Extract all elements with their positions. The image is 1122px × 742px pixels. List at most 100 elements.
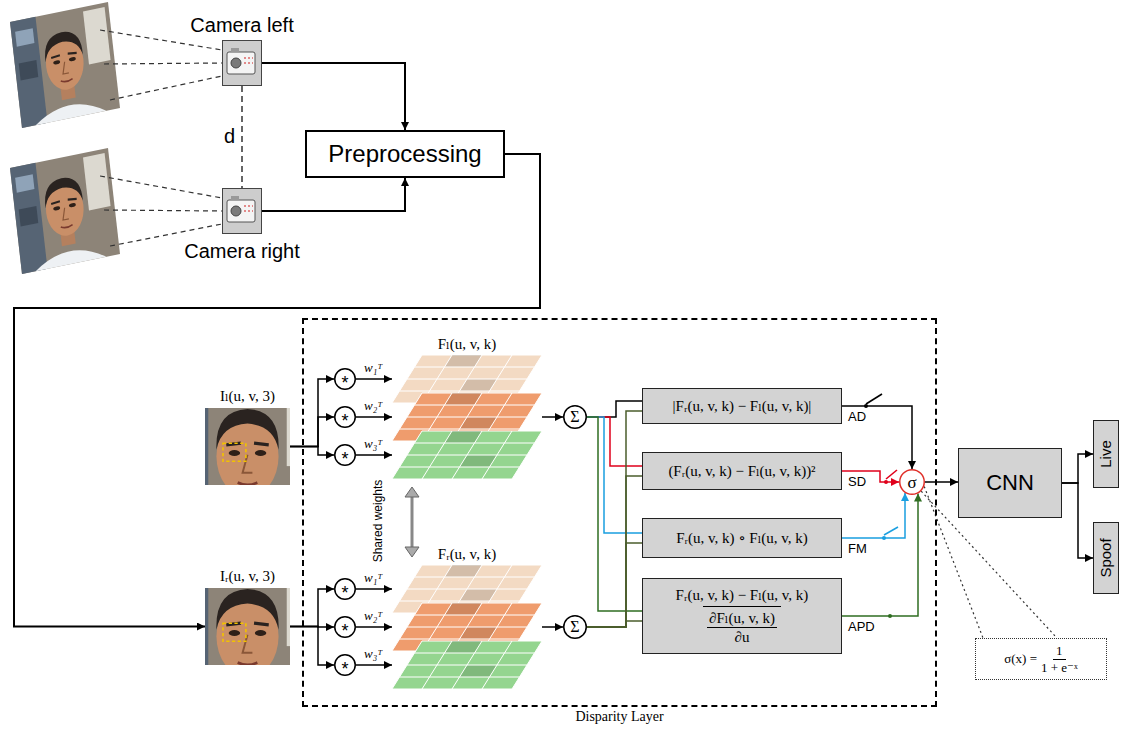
node-label: Live (1097, 440, 1115, 468)
node-label: * (341, 374, 348, 392)
port-label: AD (848, 409, 866, 425)
conv-op: * (334, 444, 356, 466)
switch-lever (866, 394, 882, 404)
weight-label: w₃ᵀ (364, 646, 382, 662)
connector (290, 627, 334, 666)
conv-op: * (334, 654, 356, 676)
node-label: * (341, 660, 348, 678)
connector (356, 588, 392, 590)
weight-label: w₂ᵀ (364, 398, 382, 414)
circle-shape (900, 470, 925, 495)
text-group: Spoof (1086, 549, 1122, 567)
feature-map: Fᵣ(u, v, k)w₁ᵀw₂ᵀw₃ᵀ (392, 565, 542, 689)
face-photo (166, 378, 329, 541)
camera-top (231, 48, 239, 52)
connector (356, 626, 392, 628)
sigmoid-node: σ (899, 469, 925, 495)
output-box: Live (1093, 420, 1119, 488)
shared-weights-arrow (405, 487, 419, 557)
connector (1062, 483, 1093, 558)
text-group: * (341, 408, 348, 426)
weight-label: w₂ᵀ (364, 608, 382, 624)
weight-label: w₁ᵀ (364, 570, 382, 586)
camera-box: Camera left (222, 40, 262, 86)
text-group: Fᵣ(u, v, k) − Fₗ(u, v, k)∂Fₗ(u, v, k)∂u (672, 586, 813, 646)
camera-body (227, 200, 255, 222)
connector (842, 493, 905, 538)
connector (587, 417, 642, 533)
node-label: Camera left (190, 13, 293, 37)
right-face-crop (166, 558, 329, 721)
process-box: Preprocessing (305, 130, 505, 178)
eye-region (223, 623, 246, 641)
arrow-shaft (411, 494, 414, 550)
connector (356, 378, 392, 380)
text-group: * (341, 580, 348, 598)
camera-icon (222, 40, 262, 86)
connector (290, 589, 334, 627)
feature-layer (392, 641, 542, 689)
formula-box: Fᵣ(u, v, k) ∘ Fₗ(u, v, k) (642, 518, 842, 558)
connector (587, 621, 642, 627)
node-label: (Fᵣ(u, v, k) − Fₗ(u, v, k))² (668, 462, 815, 480)
connector (542, 416, 563, 418)
right-view-photo (10, 148, 120, 274)
text-group: CNN (986, 470, 1034, 496)
connector (290, 447, 334, 456)
text-group: Σ (570, 409, 579, 425)
input-image: Iₗ(u, v, 3) (205, 408, 290, 485)
text-group: Preprocessing (328, 140, 481, 169)
feature-map: Fₗ(u, v, k)w₁ᵀw₂ᵀw₃ᵀ (392, 355, 542, 479)
camera-box-fill (222, 40, 262, 86)
connector (14, 154, 540, 627)
formula-box: Fᵣ(u, v, k) − Fₗ(u, v, k)∂Fₗ(u, v, k)∂u (642, 578, 842, 654)
formula-callout: σ(x) =11 + e⁻ˣ (975, 638, 1107, 680)
text-group: Fᵣ(u, v, k) ∘ Fₗ(u, v, k) (676, 529, 808, 547)
node-label: Fᵣ(u, v, k) − Fₗ(u, v, k) (672, 586, 813, 606)
arrow-head (405, 487, 419, 497)
node-label: σ (907, 474, 916, 491)
connector (262, 178, 405, 211)
connector (1062, 454, 1093, 483)
connector (587, 476, 642, 627)
switch-lever (884, 527, 898, 535)
node-label: Σ (570, 619, 579, 635)
circle-shape (564, 616, 587, 639)
camera-body (227, 52, 255, 74)
feature-layer (392, 431, 542, 479)
conv-op: * (334, 616, 356, 638)
conv-op: * (334, 406, 356, 428)
text-group: σ (907, 474, 916, 491)
fraction-bar: 11 + e⁻ˣ (1041, 643, 1078, 675)
node-label: ∂u (735, 628, 750, 646)
connector (356, 416, 392, 418)
text-group: * (341, 656, 348, 674)
annotation: Shared weights (371, 480, 385, 563)
connector (356, 664, 392, 666)
cnn-box: CNN (958, 448, 1062, 518)
switches (864, 394, 898, 618)
projection-lines (100, 30, 222, 246)
node-label: * (341, 412, 348, 430)
weight-label: w₃ᵀ (364, 436, 382, 452)
node-label: Iᵣ(u, v, 3) (220, 567, 275, 585)
circle-shape (564, 406, 587, 429)
sum-node: Σ (563, 405, 587, 429)
node-label: Disparity Layer (575, 709, 663, 726)
face-photo (166, 558, 329, 721)
connector (587, 417, 642, 611)
text-group: Σ (570, 619, 579, 635)
node-label: Fₗ(u, v, k) (438, 335, 497, 353)
eye-region (223, 443, 246, 461)
input-image: Iᵣ(u, v, 3) (205, 588, 290, 665)
node-label: Preprocessing (328, 140, 481, 169)
left-view-photo (10, 2, 120, 128)
text-group: |Fᵣ(u, v, k) − Fₗ(u, v, k)| (673, 397, 812, 415)
left-face-crop (166, 378, 329, 541)
distance-label: d (224, 124, 235, 148)
text-group: * (341, 370, 348, 388)
sum-node: Σ (563, 615, 587, 639)
